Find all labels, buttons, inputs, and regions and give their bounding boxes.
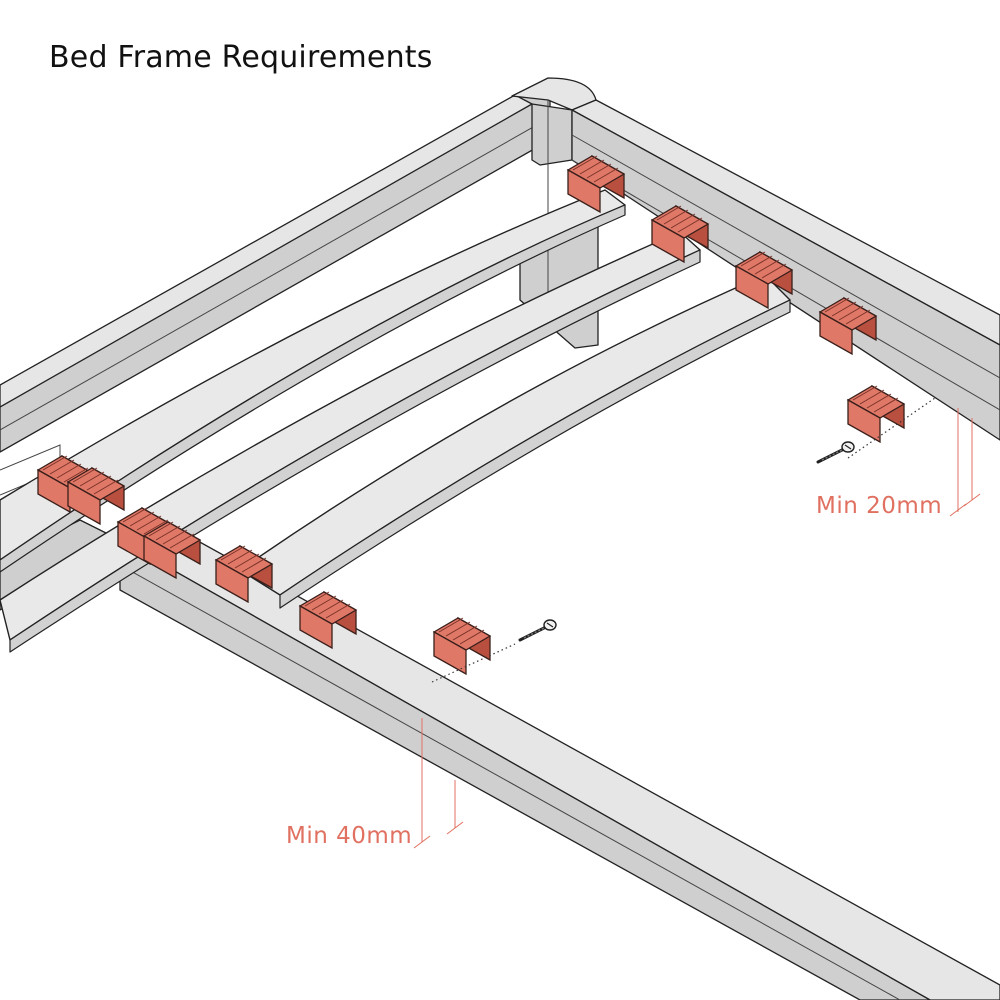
slat-2 [0, 231, 701, 653]
slat-holder-icon [847, 385, 905, 443]
screw-icon [816, 440, 856, 464]
screw-icon [518, 618, 558, 642]
slat-holder-icon [433, 617, 491, 675]
slat-3 [239, 274, 791, 609]
dimension-lines [413, 408, 981, 849]
page-title: Bed Frame Requirements [49, 40, 433, 75]
slat-1 [0, 189, 626, 573]
dimension-label-side-rail: Min 20mm [816, 493, 943, 519]
dimension-label-front-rail: Min 40mm [286, 823, 413, 849]
